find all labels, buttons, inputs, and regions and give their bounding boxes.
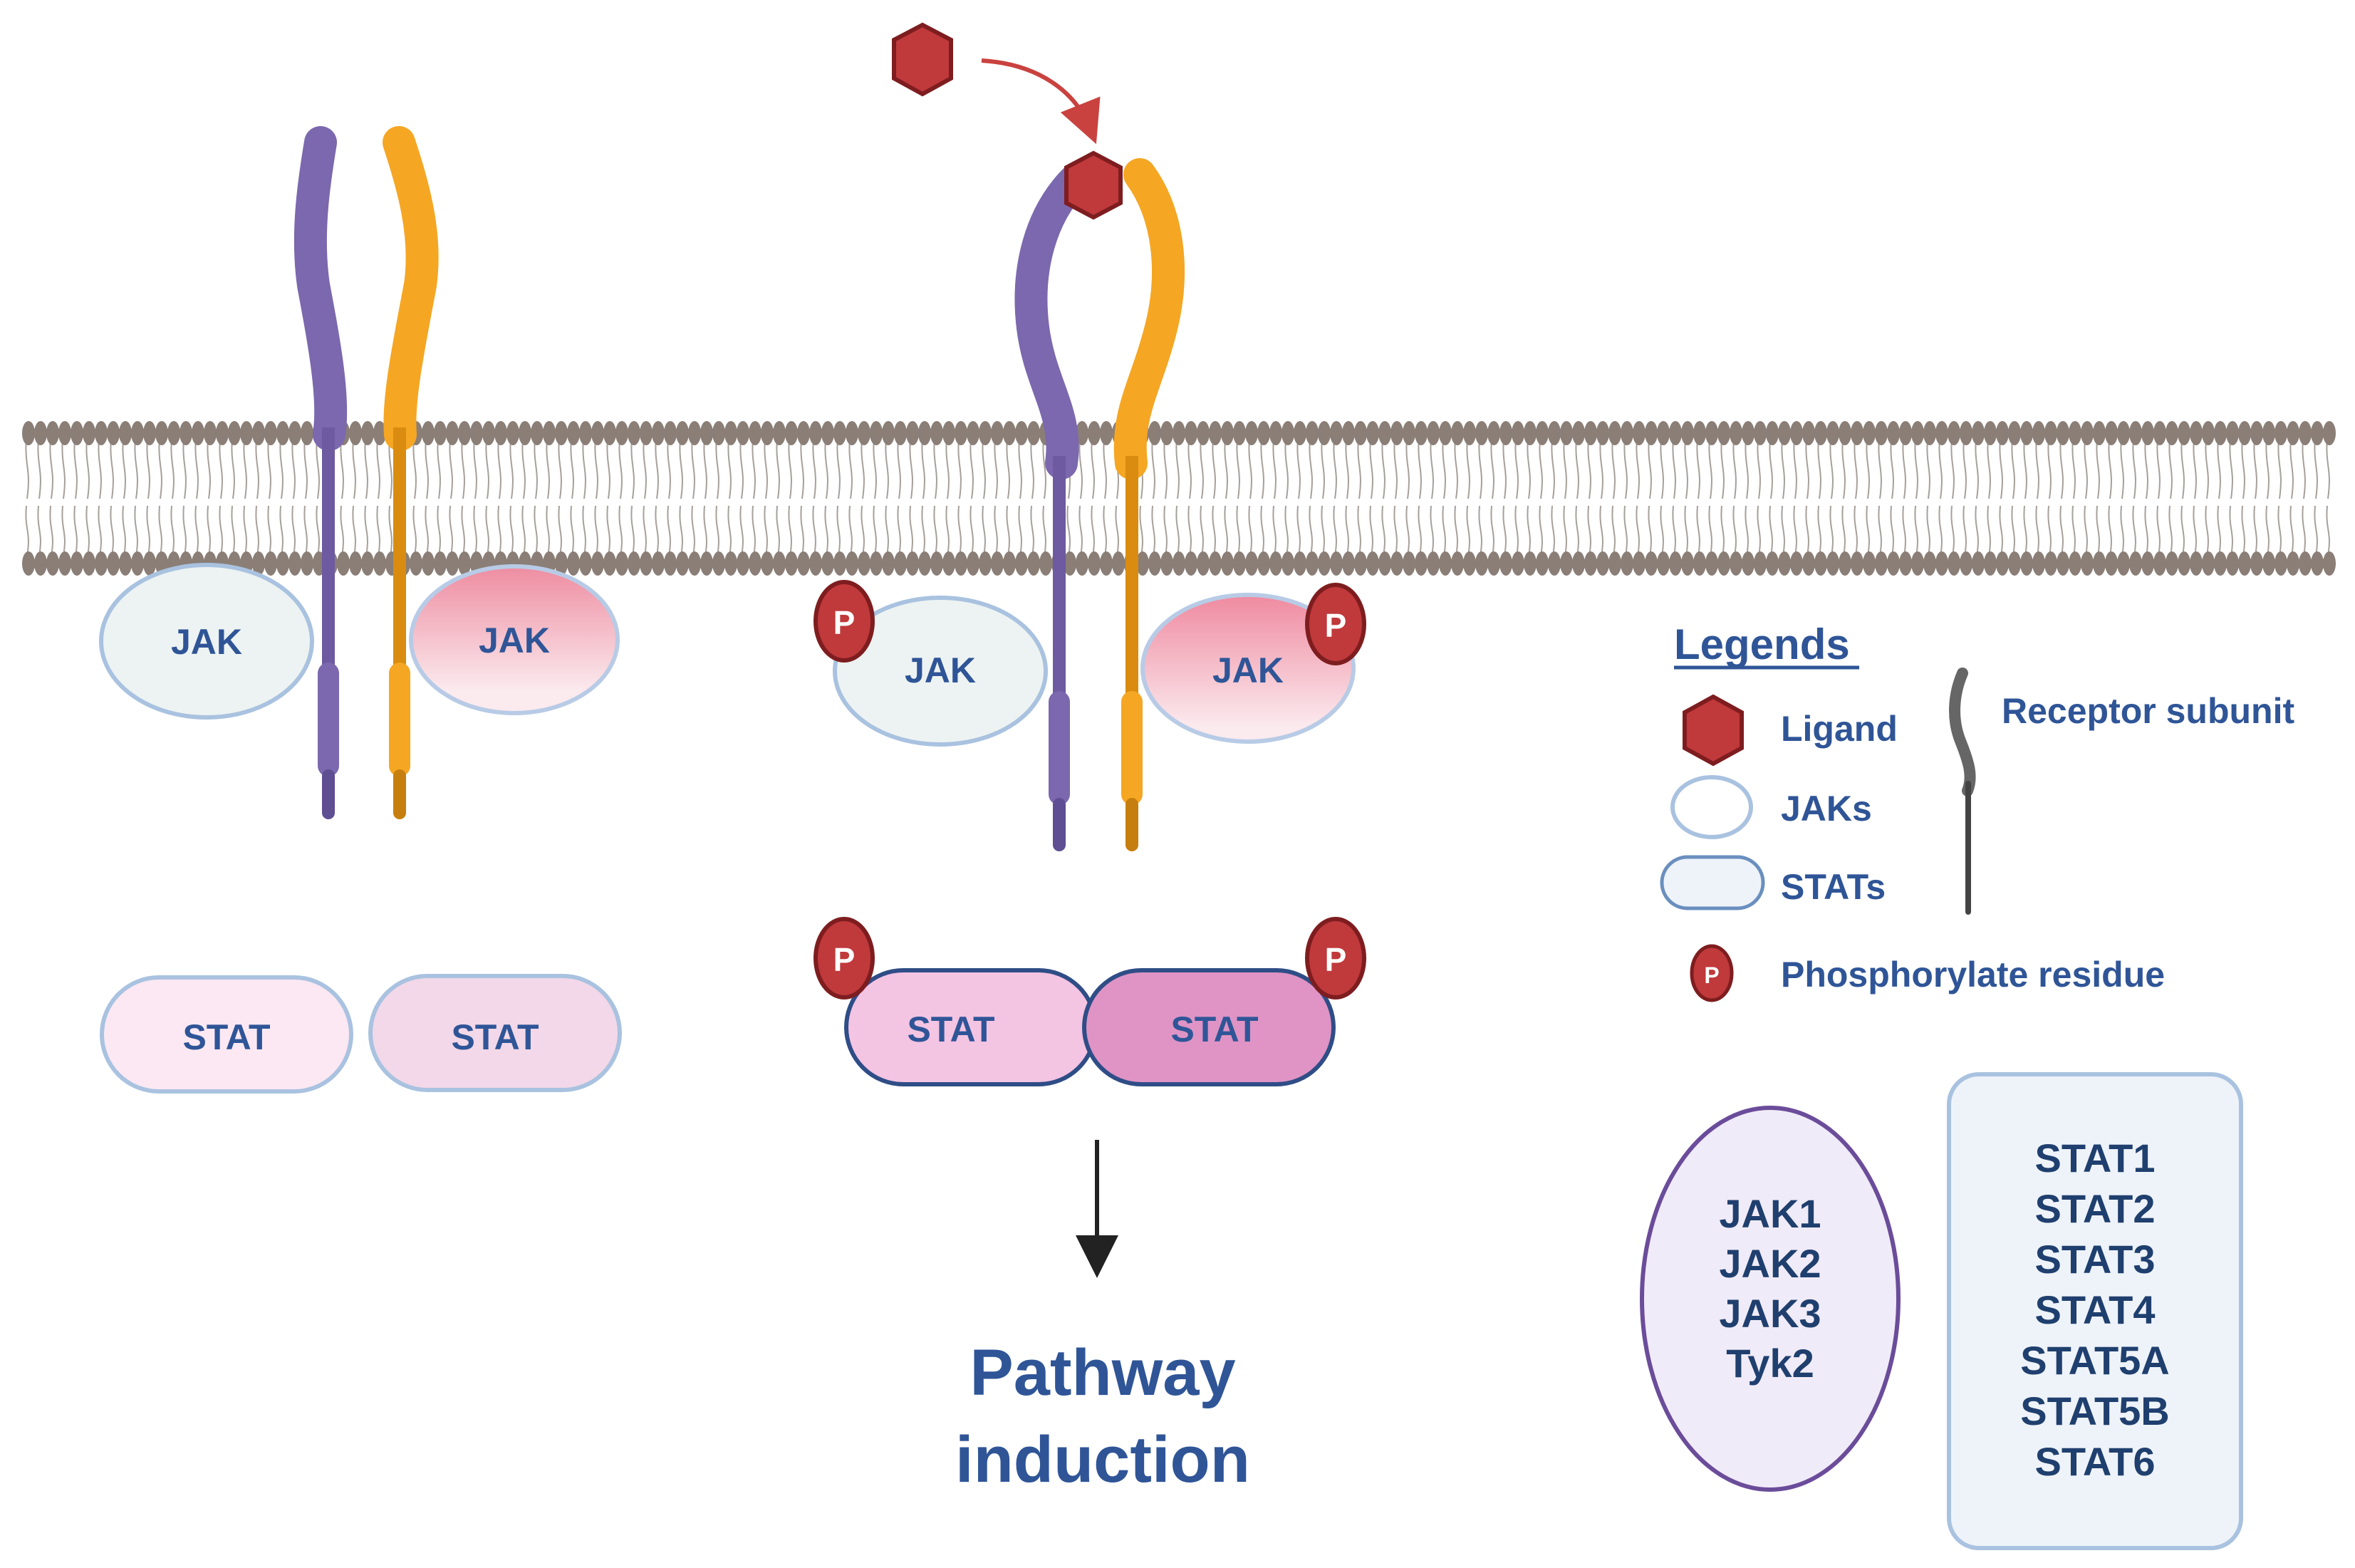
legend: Legends Ligand JAKs STATs P Phosphorylat…: [1660, 621, 2294, 1002]
legend-phosphorylate: P Phosphorylate residue: [1690, 944, 2165, 1002]
jak-label: JAK: [1212, 650, 1284, 690]
legend-jaks: JAKs: [1670, 775, 1872, 839]
svg-text:P: P: [1325, 607, 1347, 644]
stat-list-item: STAT3: [2034, 1237, 2155, 1282]
stat-label: STAT: [451, 1017, 539, 1057]
purple-receptor-subunit: [293, 126, 348, 819]
stat-list-item: STAT4: [2034, 1287, 2155, 1332]
jak-phosphorylated-right: JAK P: [1140, 583, 1366, 744]
outcome-line-2: induction: [955, 1423, 1250, 1496]
legend-title: Legends: [1674, 621, 1850, 668]
stat-list-item: STAT2: [2034, 1186, 2155, 1231]
jak-list-item: JAK3: [1719, 1291, 1821, 1336]
jak-phosphorylated-left: JAK P: [813, 580, 1048, 747]
stat-label: STAT: [1170, 1009, 1258, 1049]
svg-text:Phosphorylate residue: Phosphorylate residue: [1781, 955, 2165, 995]
phosphate-residue: P: [813, 580, 875, 663]
stat-icon: [1660, 855, 1765, 910]
ligand-binding-arrow: [981, 58, 1101, 145]
stat-phosphorylated-left: STAT P: [813, 917, 1098, 1086]
jak-unphosphorylated-left: JAK: [99, 563, 314, 720]
ligand-icon: [1683, 694, 1744, 767]
svg-text:STATs: STATs: [1781, 867, 1886, 907]
membrane-outer-heads: [22, 421, 2336, 445]
svg-text:P: P: [833, 604, 856, 641]
svg-text:JAKs: JAKs: [1781, 789, 1872, 829]
svg-text:Receptor subunit: Receptor subunit: [2002, 691, 2294, 731]
svg-text:P: P: [1704, 962, 1719, 988]
outcome-line-1: Pathway: [969, 1336, 1235, 1409]
stat-unphosphorylated-left: STAT: [100, 975, 353, 1094]
jak-label: JAK: [171, 622, 242, 662]
svg-text:P: P: [1325, 941, 1347, 978]
cell-membrane: [21, 421, 2336, 576]
membrane-inner-heads: [22, 551, 2336, 576]
stat-unphosphorylated-right: STAT: [368, 974, 622, 1092]
jak-label: JAK: [479, 621, 550, 660]
stat-phosphorylated-right: STAT P: [1082, 917, 1366, 1086]
jak-list-item: JAK1: [1719, 1191, 1821, 1236]
stat-list-item: STAT1: [2034, 1136, 2155, 1180]
phosphate-residue: P: [1305, 917, 1366, 1000]
orange-receptor-subunit: [383, 126, 439, 819]
purple-receptor-subunit: [1014, 162, 1093, 851]
bound-ligand: [1064, 150, 1123, 220]
active-receptor-complex: JAK P JAK P STAT P STAT: [813, 22, 1366, 1496]
receptor-icon: [1949, 668, 1976, 796]
stat-list-item: STAT5A: [2020, 1338, 2169, 1383]
phosphate-residue: P: [813, 917, 875, 1000]
free-ligand: [892, 22, 953, 97]
jak-list-item: Tyk2: [1726, 1341, 1814, 1386]
legend-ligand: Ligand: [1683, 694, 1898, 767]
membrane-lipid-tails: [25, 436, 2330, 556]
svg-text:Ligand: Ligand: [1781, 709, 1898, 749]
jak-label: JAK: [905, 650, 976, 690]
jak-icon: [1670, 775, 1753, 839]
stat-list-item: STAT5B: [2020, 1388, 2169, 1433]
svg-text:P: P: [833, 941, 856, 978]
phosphate-residue: P: [1305, 583, 1366, 665]
legend-receptor: Receptor subunit: [1949, 668, 2294, 915]
stat-list-item: STAT6: [2034, 1439, 2155, 1484]
stat-label: STAT: [907, 1009, 994, 1049]
phosphate-icon: [1690, 944, 1734, 1002]
jak-list-item: JAK2: [1719, 1241, 1821, 1286]
orange-receptor-subunit: [1113, 158, 1185, 851]
jak-unphosphorylated-right: JAK: [409, 564, 620, 715]
inactive-receptor-complex: JAK JAK STAT STAT: [99, 126, 622, 1094]
stat-label: STAT: [182, 1017, 270, 1057]
legend-stats: STATs: [1660, 855, 1886, 910]
